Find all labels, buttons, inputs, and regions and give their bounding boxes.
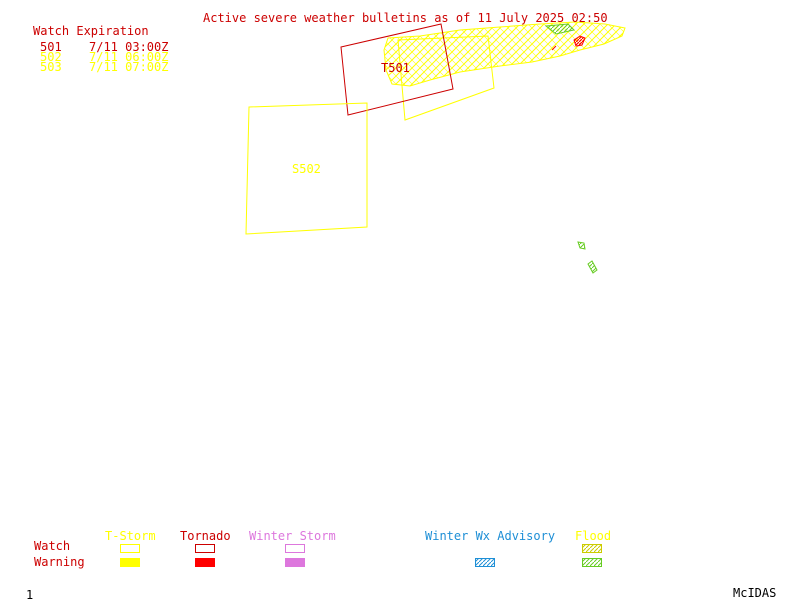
bulletin-title: Active severe weather bulletins as of 11…: [203, 11, 608, 25]
frame-number: 1: [26, 588, 34, 602]
legend-swatch-winter-storm-warning: [285, 558, 305, 567]
legend-label-winter-advisory: Winter Wx Advisory: [425, 529, 556, 543]
watch-s502-outline[interactable]: [245, 102, 368, 235]
legend-label-flood: Flood: [575, 529, 612, 543]
watch-time-503: 7/11 07:00Z: [89, 60, 169, 74]
legend-swatch-flood-watch: [582, 544, 602, 553]
watch-label-t501[interactable]: T501: [381, 61, 410, 75]
legend-swatch-tstorm-watch: [120, 544, 140, 553]
flood-warning-area-2[interactable]: [577, 241, 586, 250]
legend-label-tornado: Tornado: [180, 529, 231, 543]
legend-swatch-tstorm-warning: [120, 558, 140, 567]
mcidas-brand: McIDAS: [733, 586, 777, 600]
watch-id-502: 502: [40, 50, 62, 64]
legend-label-tstorm: T-Storm: [105, 529, 156, 543]
legend-swatch-winter-advisory: [475, 558, 495, 567]
watch-time-501: 7/11 03:00Z: [89, 40, 169, 54]
legend-swatch-winter-storm-watch: [285, 544, 305, 553]
tornado-warning-area[interactable]: [573, 35, 586, 47]
legend-row-watch: Watch: [34, 539, 71, 553]
watch-503-outline[interactable]: [397, 35, 495, 121]
watch-id-501: 501: [40, 40, 62, 54]
legend-swatch-tornado-watch: [195, 544, 215, 553]
flood-warning-area-3[interactable]: [587, 260, 598, 274]
legend-swatch-flood-warning: [582, 558, 602, 567]
tornado-warning-tick: [551, 45, 557, 51]
legend-row-warning: Warning: [34, 555, 85, 569]
legend-label-winter-storm: Winter Storm: [249, 529, 336, 543]
watch-id-503: 503: [40, 60, 62, 74]
watch-time-502: 7/11 06:00Z: [89, 50, 169, 64]
flood-warning-area-1[interactable]: [544, 23, 575, 35]
watch-expiration-heading: Watch Expiration: [33, 24, 149, 38]
tstorm-warning-area[interactable]: [383, 21, 626, 87]
legend-swatch-tornado-warning: [195, 558, 215, 567]
watch-label-s502[interactable]: S502: [292, 162, 321, 176]
watch-t501-outline[interactable]: [340, 23, 454, 116]
